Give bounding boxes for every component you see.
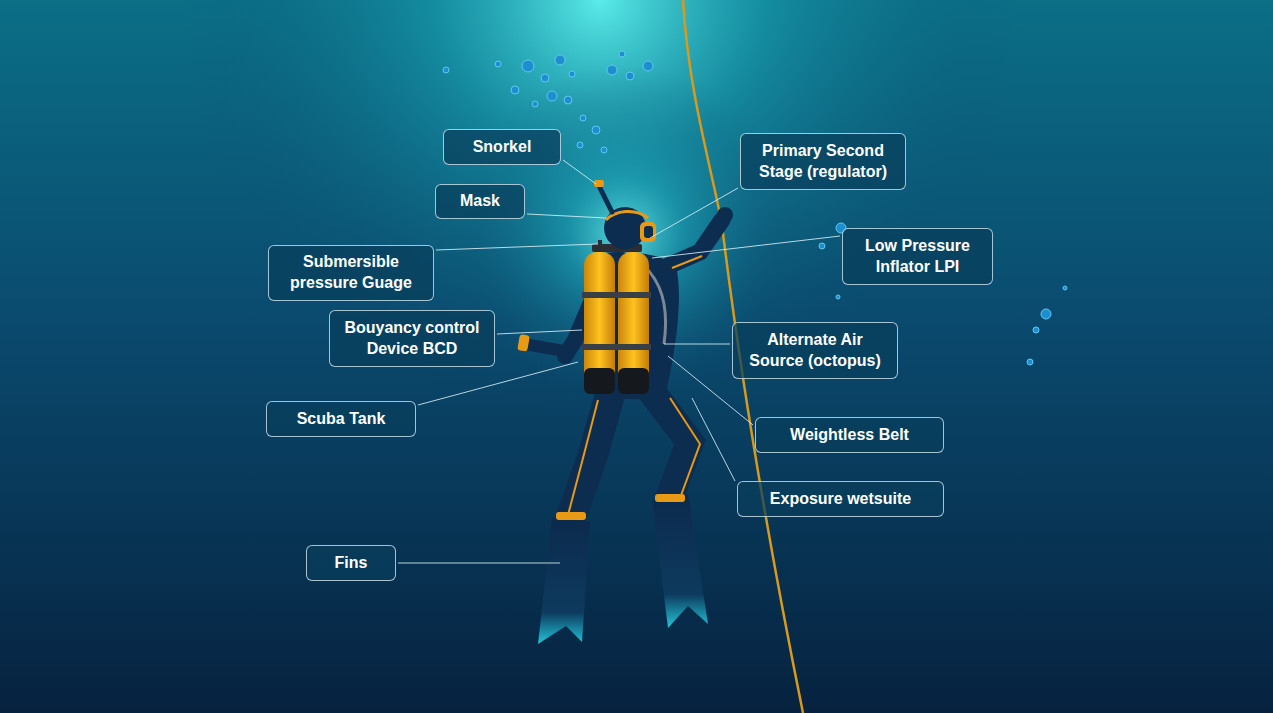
callout-label: Mask [460,191,500,212]
bubble [819,243,825,249]
callout-label: Scuba Tank [297,409,386,430]
callout-label: Fins [335,553,368,574]
bubble [547,91,557,101]
tank-boot [584,368,615,394]
mask-glass [644,226,653,238]
callout-label: Low Pressure Inflator LPI [849,236,986,278]
bubble [564,96,572,104]
bubble [555,55,565,65]
snorkel-tube [600,188,612,212]
bubbles [443,51,1067,365]
diver [517,180,733,644]
leader-line [398,563,560,564]
tank-boot [618,368,649,394]
callout-box: Primary Second Stage (regulator) [740,133,906,190]
leader-line [652,236,840,258]
leader-line [692,398,735,481]
bubble [577,142,583,148]
callout-box: Exposure wetsuite [737,481,944,517]
left-fin [538,518,590,644]
callout-box: Fins [306,545,396,581]
bubble [619,51,625,57]
callout-box: Mask [435,184,525,219]
bubble [532,101,538,107]
callout-label: Exposure wetsuite [770,489,911,510]
bubble [569,71,575,77]
hand [717,207,733,223]
suit-stripe [568,400,598,515]
left-leg [570,388,612,520]
bubble [592,126,600,134]
bubble [1041,309,1051,319]
callout-box: Scuba Tank [266,401,416,437]
bubble [607,65,617,75]
bubble [836,295,840,299]
bubble [1033,327,1039,333]
callout-box: Weightless Belt [755,417,944,453]
right-fin [652,494,708,628]
leader-line [436,244,598,250]
ankle-band [655,494,685,502]
callout-label: Alternate Air Source (octopus) [739,330,891,372]
leader-line [650,188,738,238]
tank-band [582,344,651,350]
callout-label: Snorkel [473,137,532,158]
bubble [522,60,534,72]
leader-line [563,160,596,184]
leader-line [418,362,578,405]
callout-box: Submersible pressure Guage [268,245,434,301]
callout-box: Alternate Air Source (octopus) [732,322,898,379]
ankle-band [556,512,586,520]
callout-label: Submersible pressure Guage [275,252,427,294]
bubble [511,86,519,94]
bubble [1063,286,1067,290]
callout-box: Bouyancy control Device BCD [329,310,495,367]
callout-box: Low Pressure Inflator LPI [842,228,993,285]
torch [521,338,572,359]
bubble [1027,359,1033,365]
callout-box: Snorkel [443,129,561,165]
bubble [541,74,549,82]
callout-label: Bouyancy control Device BCD [336,318,488,360]
suit-stripe [670,398,700,498]
bubble [601,147,607,153]
suit-stripe [672,256,702,268]
tank-band [582,292,651,298]
leader-line [664,344,730,345]
torch-head [517,334,530,351]
callout-label: Weightless Belt [790,425,909,446]
bubble [643,61,653,71]
mask [640,222,656,242]
bubble [580,115,586,121]
callout-label: Primary Second Stage (regulator) [747,141,899,183]
leader-line [527,214,606,218]
bubble [626,72,634,80]
bubble [495,61,501,67]
leader-line [497,330,582,334]
bubble [443,67,449,73]
